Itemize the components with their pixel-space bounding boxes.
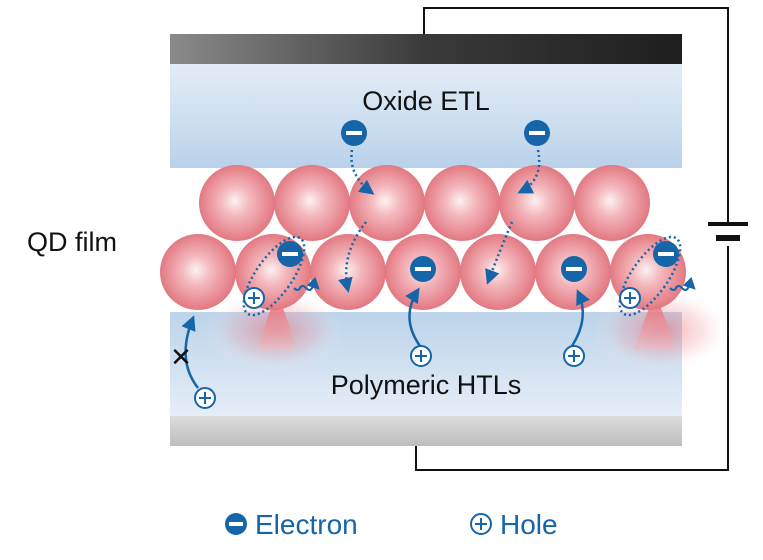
qd-film-label: QD film <box>27 227 117 257</box>
legend: Electron Hole <box>225 509 558 540</box>
exciton-ellipse-right <box>618 235 682 317</box>
exciton-ellipse-left <box>242 235 306 317</box>
htl-label: Polymeric HTLs <box>331 370 522 400</box>
hole-paths <box>181 287 590 389</box>
electron-icon <box>410 256 436 282</box>
emission-glow-right <box>592 288 732 372</box>
battery-icon <box>708 222 748 241</box>
quantum-dot <box>349 165 425 241</box>
top-electrode <box>170 34 682 64</box>
legend-hole-label: Hole <box>500 509 558 540</box>
legend-electron-icon <box>225 513 247 535</box>
bottom-electrode <box>170 416 682 446</box>
quantum-dot <box>460 234 536 310</box>
hole-icon <box>410 345 432 367</box>
hole-icon <box>563 345 585 367</box>
electron-icon <box>653 241 679 267</box>
electron-icon <box>524 120 550 146</box>
electron-icon <box>277 241 303 267</box>
hole-icon <box>243 287 265 309</box>
hole-icon <box>619 287 641 309</box>
etl-layer <box>170 64 682 168</box>
quantum-dot <box>424 165 500 241</box>
hole-icon <box>194 387 216 409</box>
photon-emission-right <box>669 276 696 291</box>
quantum-dot <box>574 165 650 241</box>
blocked-cross-icon: ✕ <box>170 342 192 372</box>
photon-emission-left <box>293 276 320 291</box>
quantum-dot <box>199 165 275 241</box>
electron-paths <box>338 149 541 293</box>
quantum-dot <box>160 234 236 310</box>
quantum-dot <box>274 165 350 241</box>
qd-row-top <box>199 165 650 241</box>
legend-hole-icon <box>470 513 492 535</box>
emission-glow-left <box>205 288 345 372</box>
electron-icon <box>341 120 367 146</box>
legend-electron-label: Electron <box>255 509 358 540</box>
electron-icon <box>561 256 587 282</box>
circuit-wire <box>415 7 729 471</box>
quantum-dot <box>310 234 386 310</box>
etl-label: Oxide ETL <box>362 86 490 116</box>
